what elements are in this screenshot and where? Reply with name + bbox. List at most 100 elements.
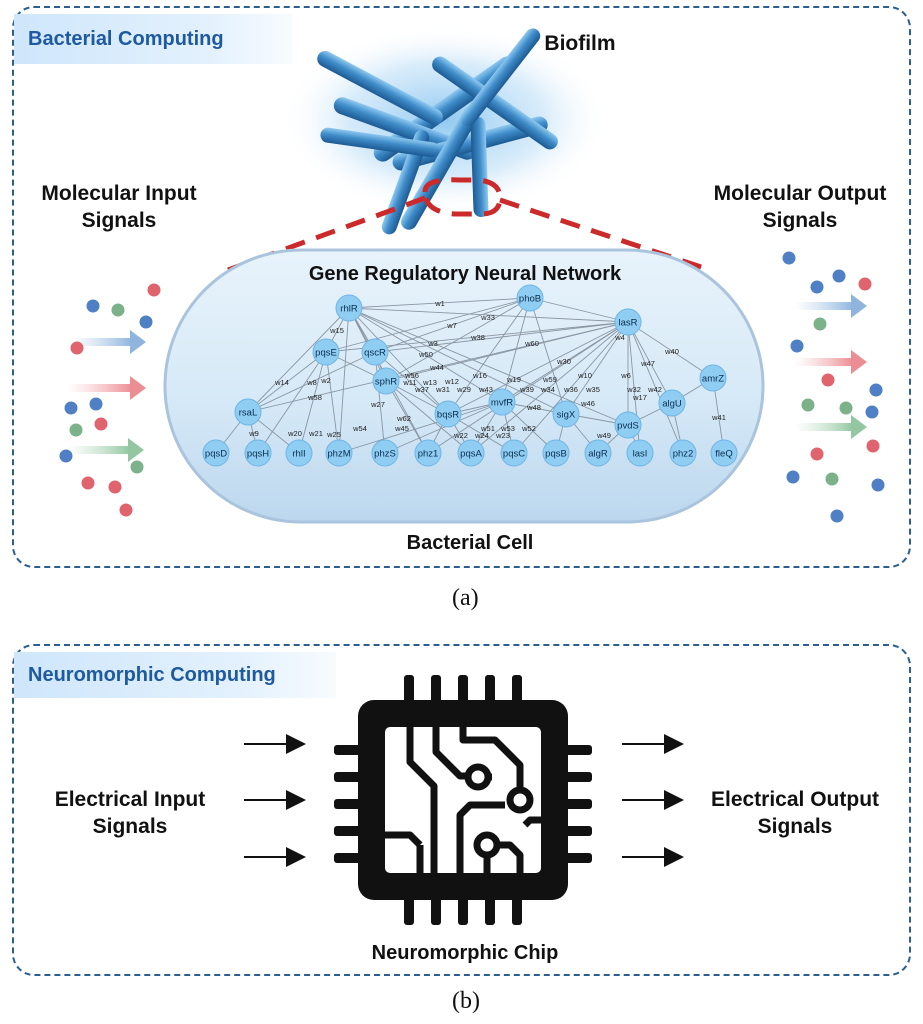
weight-label-w47: w47 bbox=[640, 359, 655, 368]
weight-label-w42: w42 bbox=[647, 385, 662, 394]
molecular-input-label-line1: Molecular Input bbox=[41, 182, 197, 205]
network-edge-phoB-mvfR bbox=[501, 297, 531, 403]
gene-node-sigX: sigX bbox=[552, 400, 580, 428]
gene-node-pqsA: pqsA bbox=[457, 439, 485, 467]
weight-label-w30: w30 bbox=[556, 357, 571, 366]
weight-label-w3: w3 bbox=[427, 339, 438, 348]
network-edge-rhlR-lasR bbox=[348, 307, 629, 323]
weight-label-w12: w12 bbox=[444, 377, 459, 386]
weight-label-w37: w37 bbox=[414, 385, 429, 394]
gene-node-circle bbox=[234, 398, 262, 426]
weight-label-w49: w49 bbox=[596, 431, 611, 440]
network-edge-pqsE-phzM bbox=[325, 351, 340, 454]
gene-node-algU: algU bbox=[658, 389, 686, 417]
electrical-input-label-line2: Signals bbox=[92, 815, 168, 839]
gene-node-lasR: lasR bbox=[614, 308, 642, 336]
network-edge-phoB-pqsE bbox=[325, 297, 531, 353]
network-edge-lasR-bqsR bbox=[447, 321, 629, 415]
network-edge-pqsE-pqsH bbox=[257, 351, 327, 454]
network-edge-lasR-rsaL bbox=[247, 321, 629, 413]
weight-label-w58: w58 bbox=[307, 393, 322, 402]
weight-label-w46: w46 bbox=[580, 399, 595, 408]
weight-label-w1: w1 bbox=[434, 299, 445, 308]
weight-label-w19: w19 bbox=[506, 375, 521, 384]
gene-node-label: sphR bbox=[375, 377, 397, 388]
network-edge-lasR-qscR bbox=[374, 321, 629, 353]
gene-node-label: phz2 bbox=[673, 449, 694, 460]
weight-label-w21: w21 bbox=[308, 429, 323, 438]
gene-node-label: pqsH bbox=[247, 449, 269, 460]
gene-node-circle bbox=[285, 439, 313, 467]
gene-node-label: rsaL bbox=[239, 408, 257, 419]
gene-node-circle bbox=[699, 364, 727, 392]
gene-node-circle bbox=[500, 439, 528, 467]
gene-node-sphR: sphR bbox=[372, 367, 400, 395]
weight-label-w38: w38 bbox=[470, 333, 485, 342]
molecular-output-label-line2: Signals bbox=[762, 209, 838, 233]
gene-node-label: phoB bbox=[519, 294, 541, 305]
weight-label-w35: w35 bbox=[585, 385, 600, 394]
gene-node-circle bbox=[542, 439, 570, 467]
weight-label-w59: w59 bbox=[542, 375, 557, 384]
network-edge-lasR-algU bbox=[627, 321, 673, 404]
bacterial-cell-label: Bacterial Cell bbox=[406, 532, 534, 554]
weight-label-w14: w14 bbox=[274, 378, 289, 387]
network-edge-pqsE-rsaL bbox=[247, 351, 327, 413]
gene-node-circle bbox=[371, 439, 399, 467]
gene-node-rhlR: rhlR bbox=[335, 294, 363, 322]
weight-label-w45: w45 bbox=[394, 424, 409, 433]
gene-node-label: lasI bbox=[633, 449, 648, 460]
neuromorphic-computing-tag: Neuromorphic Computing bbox=[14, 652, 336, 698]
gene-node-circle bbox=[552, 400, 580, 428]
gene-node-circle bbox=[202, 439, 230, 467]
gene-node-label: rhlI bbox=[292, 449, 305, 460]
gene-node-circle bbox=[434, 400, 462, 428]
caption-a: (a) bbox=[452, 585, 479, 611]
electrical-output-arrows bbox=[622, 734, 684, 867]
gene-node-label: pqsE bbox=[315, 348, 337, 359]
gene-node-circle bbox=[669, 439, 697, 467]
network-edge-mvfR-phzM bbox=[338, 401, 503, 454]
weight-label-w6: w6 bbox=[620, 371, 631, 380]
gene-node-rsaL: rsaL bbox=[234, 398, 262, 426]
gene-node-circle bbox=[710, 439, 738, 467]
gene-node-circle bbox=[626, 439, 654, 467]
molecular-output-label: Molecular Output Signals bbox=[695, 180, 905, 235]
gene-node-mvfR: mvfR bbox=[488, 388, 516, 416]
network-edge-lasR-phz2 bbox=[627, 321, 684, 454]
weight-label-w15: w15 bbox=[329, 326, 344, 335]
weight-label-w34: w34 bbox=[540, 385, 555, 394]
network-edge-rhlR-phzM bbox=[338, 307, 350, 454]
electrical-input-label: Electrical Input Signals bbox=[30, 786, 230, 841]
gene-node-label: sigX bbox=[557, 410, 576, 421]
gene-node-phz1: phz1 bbox=[414, 439, 442, 467]
gene-node-circle bbox=[325, 439, 353, 467]
weight-label-w24: w24 bbox=[474, 431, 489, 440]
weight-label-w43: w43 bbox=[478, 385, 493, 394]
gene-node-label: amrZ bbox=[702, 374, 724, 385]
gene-node-pqsE: pqsE bbox=[312, 338, 340, 366]
weight-label-w54: w54 bbox=[352, 424, 367, 433]
molecular-input-signals bbox=[59, 283, 161, 517]
weight-label-w7: w7 bbox=[446, 321, 457, 330]
gene-node-label: fleQ bbox=[715, 449, 732, 460]
gene-node-circle bbox=[488, 388, 516, 416]
network-edge-phoB-qscR bbox=[374, 297, 531, 353]
network-edge-mvfR-phzS bbox=[384, 401, 503, 454]
weight-label-w60: w60 bbox=[524, 339, 539, 348]
network-edge-phoB-bqsR bbox=[447, 297, 531, 415]
weight-label-w31: w31 bbox=[435, 385, 450, 394]
network-edge-lasR-pqsA bbox=[470, 321, 629, 454]
gene-node-lasI: lasI bbox=[626, 439, 654, 467]
gene-node-circle bbox=[614, 308, 642, 336]
gene-node-algR: algR bbox=[584, 439, 612, 467]
network-edge-rhlR-rsaL bbox=[247, 307, 350, 413]
gene-node-label: phz1 bbox=[418, 449, 439, 460]
gene-node-label: bqsR bbox=[437, 410, 459, 421]
gene-node-pvdS: pvdS bbox=[614, 411, 642, 439]
gene-node-label: pqsA bbox=[460, 449, 482, 460]
gene-node-pqsD: pqsD bbox=[202, 439, 230, 467]
